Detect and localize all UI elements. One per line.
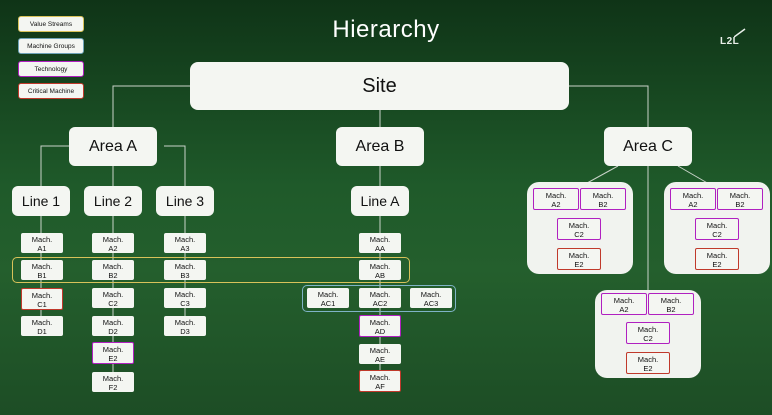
machine-c2: Mach. C2 <box>92 288 134 308</box>
cell1-machine-c2: Mach. C2 <box>557 218 601 240</box>
cell1-machine-b2: Mach. B2 <box>580 188 626 210</box>
cell2-machine-c2: Mach. C2 <box>695 218 739 240</box>
machine-ac3: Mach. AC3 <box>410 288 452 308</box>
machine-ac1: Mach. AC1 <box>307 288 349 308</box>
page-title: Hierarchy <box>332 16 440 43</box>
logo-text: L2L <box>720 36 740 47</box>
cell3-machine-a2: Mach. A2 <box>601 293 647 315</box>
machine-a1: Mach. A1 <box>21 233 63 253</box>
l2l-logo: L2L <box>716 26 746 48</box>
cell1-machine-a2: Mach. A2 <box>533 188 579 210</box>
machine-d3: Mach. D3 <box>164 316 206 336</box>
line-2-node: Line 2 <box>84 186 142 216</box>
legend-technology: Technology <box>18 61 84 77</box>
site-node: Site <box>190 62 569 110</box>
cell2-machine-b2: Mach. B2 <box>717 188 763 210</box>
machine-d1: Mach. D1 <box>21 316 63 336</box>
machine-b1: Mach. B1 <box>21 260 63 280</box>
machine-a3: Mach. A3 <box>164 233 206 253</box>
cell2-machine-a2: Mach. A2 <box>670 188 716 210</box>
machine-b2: Mach. B2 <box>92 260 134 280</box>
machine-f2: Mach. F2 <box>92 372 134 392</box>
line-a-node: Line A <box>351 186 409 216</box>
machine-c1: Mach. C1 <box>21 288 63 310</box>
area-b-node: Area B <box>336 127 424 166</box>
machine-c3: Mach. C3 <box>164 288 206 308</box>
machine-ab: Mach. AB <box>359 260 401 280</box>
cell1-machine-e2: Mach. E2 <box>557 248 601 270</box>
cell3-machine-c2: Mach. C2 <box>626 322 670 344</box>
cell2-machine-e2: Mach. E2 <box>695 248 739 270</box>
machine-b3: Mach. B3 <box>164 260 206 280</box>
legend-value-streams: Value Streams <box>18 16 84 32</box>
value-stream-band <box>12 257 410 283</box>
line-3-node: Line 3 <box>156 186 214 216</box>
machine-d2: Mach. D2 <box>92 316 134 336</box>
machine-aa: Mach. AA <box>359 233 401 253</box>
area-c-node: Area C <box>604 127 692 166</box>
machine-a2: Mach. A2 <box>92 233 134 253</box>
area-a-node: Area A <box>69 127 157 166</box>
machine-ae: Mach. AE <box>359 344 401 364</box>
cell3-machine-e2: Mach. E2 <box>626 352 670 374</box>
legend-machine-groups: Machine Groups <box>18 38 84 54</box>
machine-e2: Mach. E2 <box>92 342 134 364</box>
machine-af: Mach. AF <box>359 370 401 392</box>
cell3-machine-b2: Mach. B2 <box>648 293 694 315</box>
line-1-node: Line 1 <box>12 186 70 216</box>
machine-group-band <box>302 285 456 312</box>
logo-mark-icon <box>734 28 746 38</box>
machine-ad: Mach. AD <box>359 315 401 337</box>
machine-ac2: Mach. AC2 <box>359 288 401 308</box>
legend-critical-machine: Critical Machine <box>18 83 84 99</box>
